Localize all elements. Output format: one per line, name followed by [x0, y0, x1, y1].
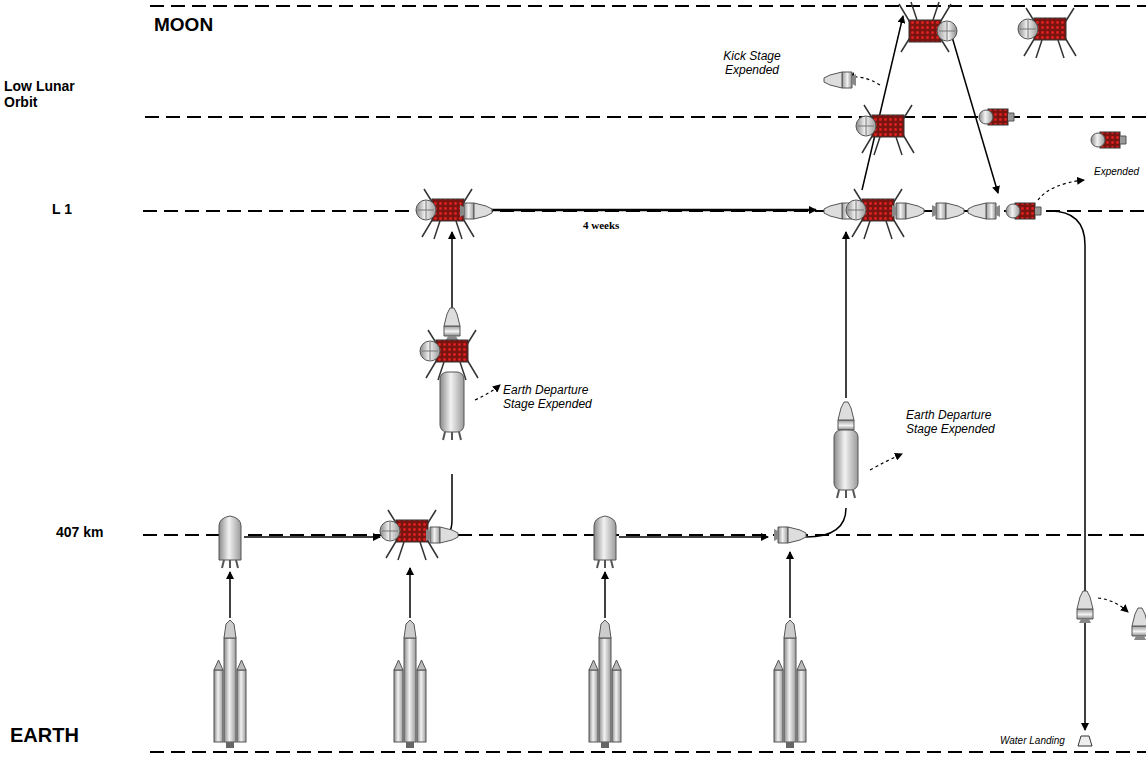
flight-path-arrows — [230, 16, 1085, 730]
level-name: L 1 — [52, 201, 72, 217]
spacecraft — [219, 2, 1146, 746]
expended-arrows — [475, 77, 1128, 612]
note-label: Earth Departure Stage Expended — [503, 384, 623, 412]
water-capsule — [1078, 736, 1092, 746]
level-name: MOON — [154, 14, 213, 36]
note-label: Earth Departure Stage Expended — [906, 409, 1026, 437]
level-name: EARTH — [10, 724, 79, 747]
level-lines — [143, 6, 1146, 752]
level-name: Low Lunar Orbit — [4, 78, 94, 110]
note-label: Expended — [1094, 166, 1139, 178]
launch-vehicles — [214, 620, 806, 748]
note-label: Kick Stage Expended — [712, 50, 792, 78]
note-label: Water Landing — [1000, 735, 1065, 747]
level-name: 407 km — [56, 524, 103, 540]
duration-label: 4 weeks — [583, 219, 619, 232]
